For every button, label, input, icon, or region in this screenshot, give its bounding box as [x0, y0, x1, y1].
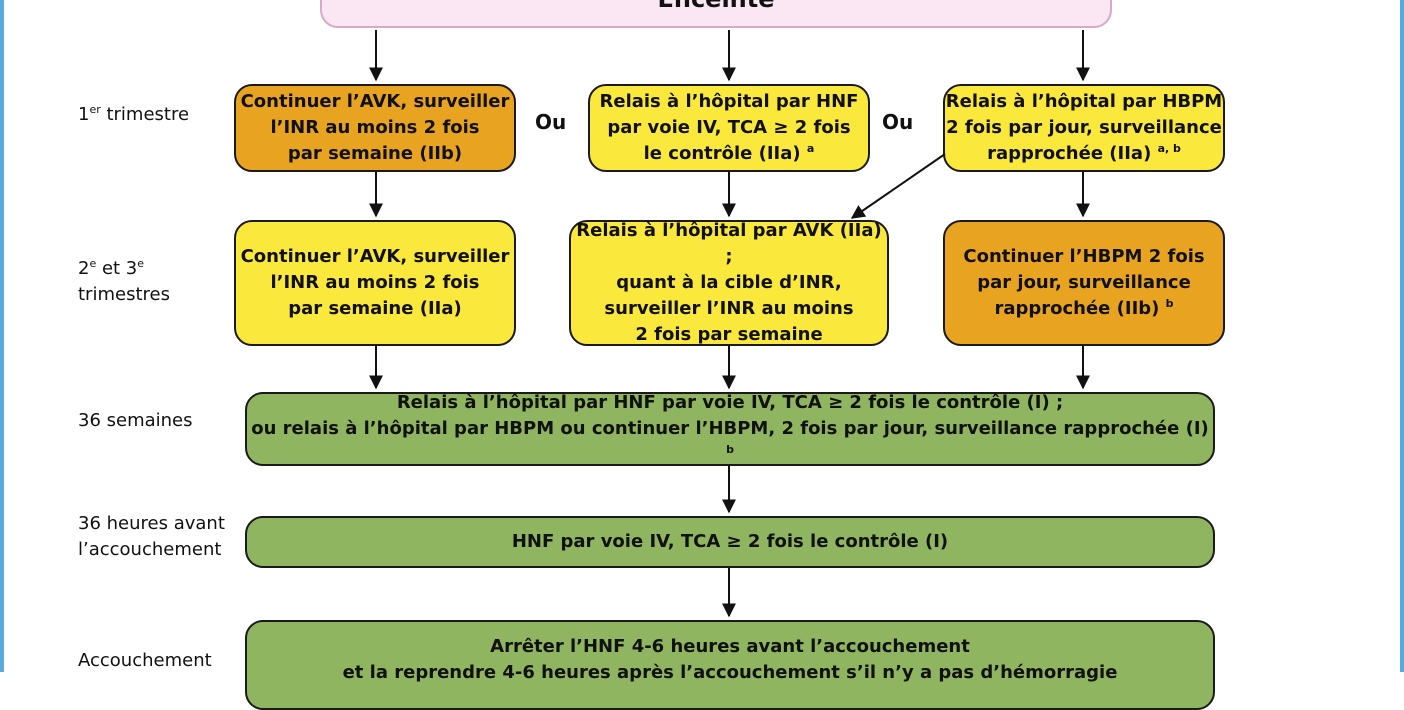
arrow-hbpm-t1-to-relay-t23 — [850, 153, 946, 219]
row-label-first-trimester: 1er trimestre — [78, 103, 190, 125]
footnote-mark: b — [726, 443, 734, 456]
row-label-36-weeks: 36 semaines — [78, 410, 193, 431]
box-hbpm-relay-t1: Relais à l’hôpital par HBPM 2 fois par j… — [943, 84, 1225, 172]
footnote-mark: b — [1165, 297, 1174, 310]
right-frame-border — [1400, 0, 1404, 672]
box-hnf-relay-t1: Relais à l’hôpital par HNF par voie IV, … — [588, 84, 870, 172]
or-label-2: Ou — [882, 110, 914, 134]
footnote-mark: a, b — [1157, 142, 1181, 155]
box-pregnant-text: Enceinte — [657, 0, 774, 12]
box-continue-hbpm-t23: Continuer l’HBPM 2 fois par jour, survei… — [943, 220, 1225, 346]
box-continue-avk-t23: Continuer l’AVK, surveiller l’INR au moi… — [234, 220, 516, 346]
row-label-second-third-trimester: 2e et 3e trimestres — [78, 257, 170, 305]
row-label-36-hours: 36 heures avant l’accouchement — [78, 513, 225, 560]
left-frame-border — [0, 0, 4, 672]
box-pregnant: Enceinte — [320, 0, 1112, 28]
footnote-mark: a — [806, 142, 815, 155]
row-label-delivery: Accouchement — [78, 650, 212, 671]
flow-arrows — [369, 30, 1090, 618]
box-36-weeks: Relais à l’hôpital par HNF par voie IV, … — [245, 392, 1215, 466]
box-36-hours: HNF par voie IV, TCA ≥ 2 fois le contrôl… — [245, 516, 1215, 568]
box-avk-relay-t23: Relais à l’hôpital par AVK (IIa) ; quant… — [569, 220, 889, 346]
or-label-1: Ou — [535, 110, 567, 134]
box-continue-avk-t1: Continuer l’AVK, surveiller l’INR au moi… — [234, 84, 516, 172]
